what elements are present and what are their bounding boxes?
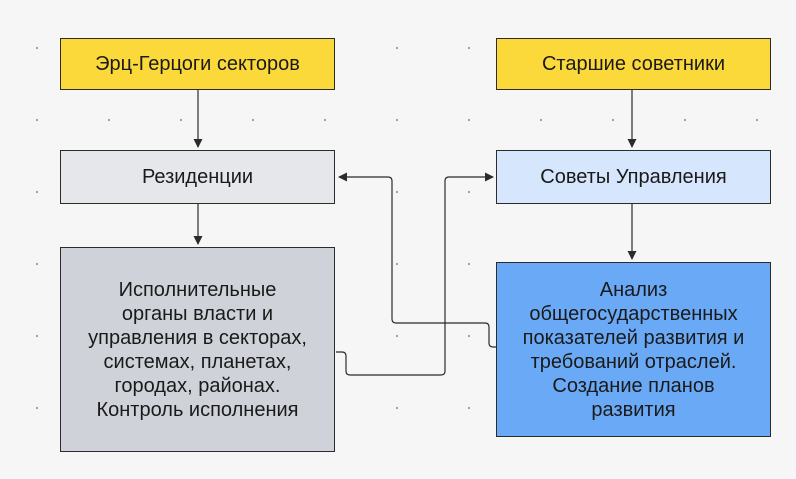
node-senior-advisors-label: Старшие советники [541,53,726,75]
grid-dot [395,190,399,194]
grid-dot [35,262,39,266]
grid-dot [467,190,471,194]
node-governance-councils-label: Советы Управления [540,166,727,188]
node-analysis[interactable]: Анализ общегосударственных показателей р… [496,262,771,437]
grid-dot [323,118,327,122]
grid-dot [539,118,543,122]
grid-dot [467,262,471,266]
grid-dot [107,118,111,122]
grid-dot [179,118,183,122]
grid-dot [395,334,399,338]
node-senior-advisors[interactable]: Старшие советники [496,38,771,90]
grid-dot [35,406,39,410]
grid-dot [467,334,471,338]
grid-dot [35,334,39,338]
grid-dot [395,46,399,50]
node-analysis-label: Анализ общегосударственных показателей р… [522,278,745,421]
grid-dot [683,118,687,122]
grid-dot [35,118,39,122]
grid-dot [467,118,471,122]
grid-dot [467,46,471,50]
node-executive-bodies[interactable]: Исполнительные органы власти и управлени… [60,247,335,452]
grid-dot [395,118,399,122]
node-residencies[interactable]: Резиденции [60,150,335,204]
node-executive-bodies-label: Исполнительные органы власти и управлени… [88,278,307,421]
grid-dot [395,262,399,266]
node-erc-herzogi[interactable]: Эрц-Герцоги секторов [60,38,335,90]
node-residencies-label: Резиденции [141,166,254,188]
arrow-analysis-to-residencies [338,172,496,348]
grid-dot [251,118,255,122]
grid-dot [35,190,39,194]
node-erc-herzogi-label: Эрц-Герцоги секторов [95,53,300,75]
arrow-executive-to-councils [336,172,494,376]
grid-dot [755,118,759,122]
grid-dot [611,118,615,122]
grid-dot [467,406,471,410]
grid-dot [35,46,39,50]
node-governance-councils[interactable]: Советы Управления [496,150,771,204]
grid-dot [395,406,399,410]
